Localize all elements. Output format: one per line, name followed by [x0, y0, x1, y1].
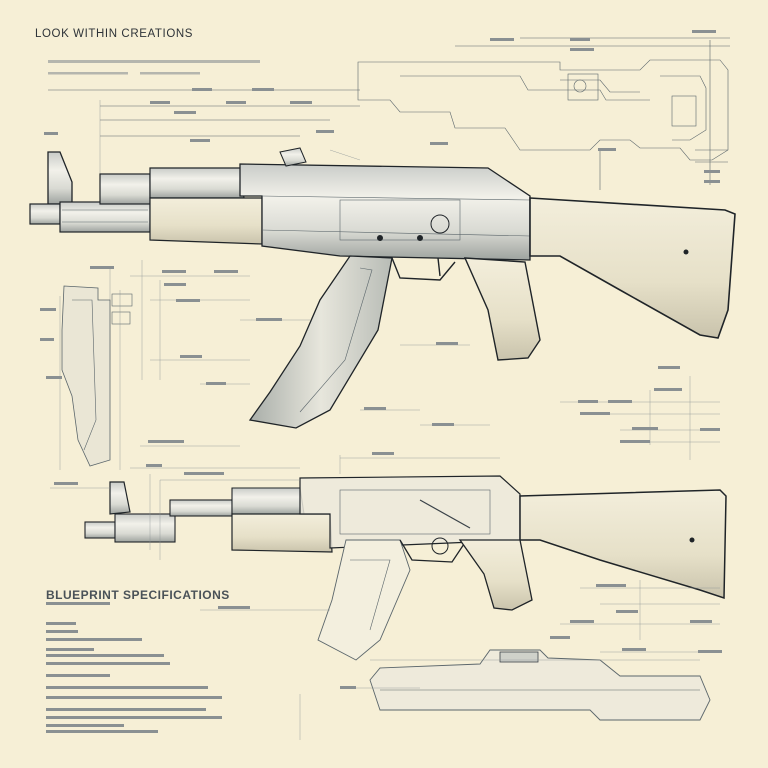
upper-dimension-labels [40, 266, 458, 426]
right-dimension-lines [560, 376, 720, 460]
spec-title: BLUEPRINT SPECIFICATIONS [46, 588, 230, 602]
spec-text-lines [46, 602, 222, 733]
receiver-detail-labels [430, 30, 720, 183]
lower-dimension-labels [54, 440, 712, 623]
lower-dimension-lines [50, 445, 720, 640]
receiver-detail-outline [357, 37, 730, 190]
upper-rifle [29, 147, 736, 429]
lower-rifle [84, 475, 727, 661]
header-dimension-lines [44, 60, 360, 180]
left-detail-part [59, 285, 133, 470]
bottom-detail-part [299, 636, 722, 740]
brand-title: LOOK WITHIN CREATIONS [35, 28, 194, 40]
right-dimension-labels [578, 366, 720, 443]
